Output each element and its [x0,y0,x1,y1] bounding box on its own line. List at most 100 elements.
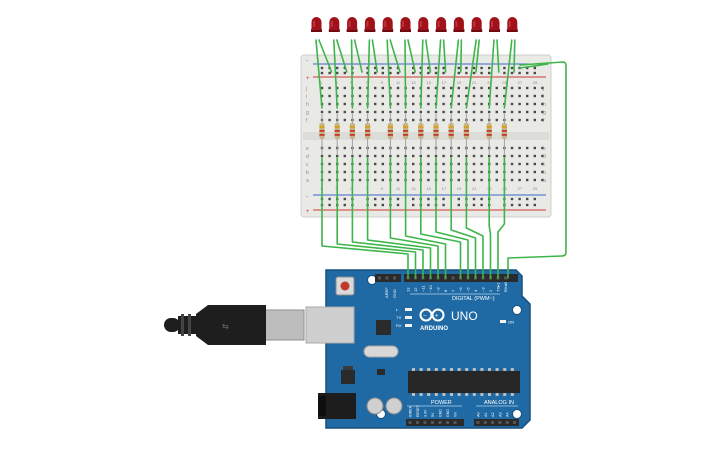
breadboard-hole [381,146,384,150]
chip-pin [457,368,461,371]
rail-hole [336,71,339,75]
power-pin-socket [453,421,457,424]
resistor-band [349,130,355,132]
resistor-band [448,134,454,136]
breadboard-hole [457,86,460,90]
rail-hole [434,66,438,70]
breadboard-hole [518,102,521,106]
column-number-top: 23 [487,80,492,85]
breadboard-hole [389,86,392,90]
column-number-top: 17 [442,80,447,85]
resistor-band [486,134,492,136]
capacitor [385,397,403,415]
chip-pin [488,368,491,371]
power-pin-socket [446,421,449,424]
analog-pin-socket [491,421,495,424]
led-highlight [473,21,476,27]
row-label-left: f [306,118,308,124]
analog-pin-label: A0 [477,412,481,417]
led-leg-wire [404,39,407,109]
digital-pin-label: ~9 [436,287,441,292]
breadboard-hole [412,118,415,122]
resistor-band [387,134,393,136]
analog-header [474,419,519,426]
resistor-band [387,126,393,128]
breadboard-hole [442,118,445,122]
rail-plus-label-top: + [306,76,310,82]
analog-pin-socket [513,421,516,424]
resistors [319,114,507,154]
onboard-led-label: RX [396,323,402,328]
breadboard-hole [533,110,536,114]
rail-hole [320,71,324,75]
on-label: ON [508,320,514,325]
breadboard-hole [343,86,346,90]
breadboard-hole [343,118,346,122]
breadboard-hole [457,162,460,166]
usb-cable[interactable]: ⇆ [164,305,355,345]
led-leg-wire [315,39,323,109]
breadboard-hole [450,154,453,158]
rail-hole [442,197,445,201]
resistor [433,114,439,154]
column-number-top: 29 [533,80,538,85]
resistor-band [418,130,424,132]
chip-pin [450,368,453,371]
chip-pin [503,393,507,396]
led [417,17,429,32]
breadboard-hole [374,178,377,182]
breadboard-hole [457,178,460,182]
breadboard-hole [412,110,415,114]
breadboard-hole [495,146,498,150]
led [328,17,340,32]
led-cathode-wire [475,39,480,73]
breadboard-hole [488,154,491,158]
breadboard-hole [328,146,331,150]
breadboard-hole [495,102,498,106]
chip-pin [412,393,415,396]
led-rim [311,29,322,32]
resistor-band [448,130,454,132]
digital-pin-label: RX◂0 [503,281,508,292]
rail-hole [442,66,445,70]
led-highlight [491,21,493,27]
chip-pin [434,393,438,396]
power-pin-socket [408,421,412,424]
rail-hole [374,66,377,70]
breadboard-hole [412,94,415,98]
rail-minus-label-bottom: - [306,194,308,200]
breadboard-hole [541,178,544,182]
resistor-band [365,134,371,136]
rail-hole [343,197,346,201]
breadboard-hole [396,146,400,150]
breadboard-hole [374,146,377,150]
rail-hole [419,71,422,75]
digital-pin-label: 4 [473,289,478,292]
column-number-bottom: 9 [381,186,384,191]
row-label-left: b [306,170,309,176]
usb-plug-housing [196,305,266,345]
breadboard-hole [472,118,476,122]
breadboard-hole [533,170,536,174]
breadboard-hole [510,170,514,174]
breadboard-hole [518,110,521,114]
breadboard-hole [381,94,384,98]
breadboard-hole [320,154,324,158]
digital-pin-label: 2 [488,289,493,292]
row-label-right: b [543,170,546,176]
reset-button-cap[interactable] [340,281,350,291]
rail-hole [480,66,483,70]
breadboard-hole [526,162,529,166]
breadboard-hole [541,146,544,150]
breadboard-hole [472,86,476,90]
digital-pin-label: 8 [443,289,448,292]
brand-text: ARDUINO [420,326,448,332]
wires [315,39,567,279]
rail-hole [503,71,506,75]
breadboard-hole [526,170,529,174]
breadboard-hole [533,146,536,150]
chip-pin [465,393,469,396]
